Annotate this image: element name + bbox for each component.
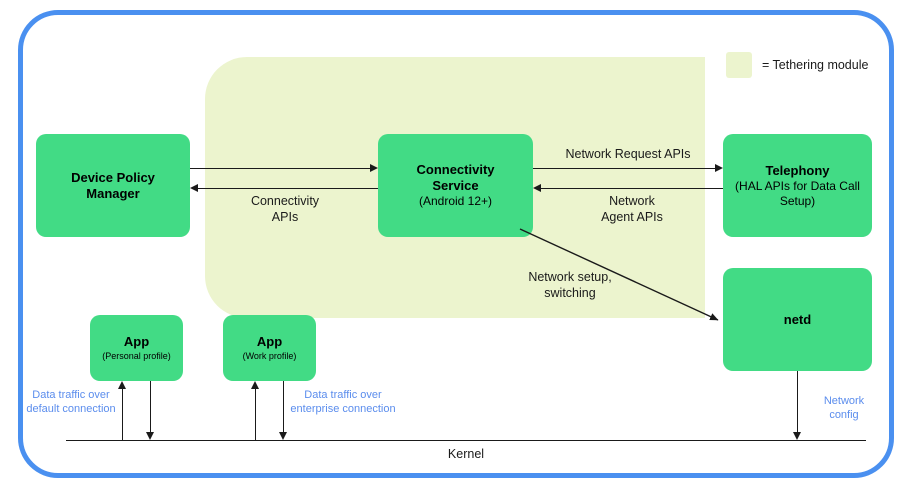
blue-label-default-connection: Data traffic over default connection (26, 389, 116, 415)
device-boundary-frame (18, 10, 894, 478)
node-title: App (256, 334, 283, 349)
edge-kernel-to-app-personal-line (122, 389, 123, 440)
edge-app-work-to-kernel-line (283, 381, 284, 432)
node-subtitle: (HAL APIs for Data Call Setup) (735, 178, 860, 208)
node-title-line2: Manager (86, 185, 140, 201)
node-subtitle: (Android 12+) (418, 194, 493, 208)
node-netd[interactable]: netd (723, 268, 872, 371)
node-title: netd (783, 311, 812, 327)
node-app-work-profile[interactable]: App (Work profile) (223, 315, 316, 381)
edge-kernel-to-app-work-line (255, 389, 256, 440)
edge-netd-to-kernel-arrowhead (792, 432, 801, 440)
kernel-baseline (66, 440, 866, 441)
edge-kernel-to-app-personal-arrowhead (117, 381, 126, 389)
node-title: Telephony (765, 162, 830, 178)
edge-app-work-to-kernel-arrowhead (278, 432, 287, 440)
node-title-line2: Service (432, 178, 479, 193)
node-app-personal-profile[interactable]: App (Personal profile) (90, 315, 183, 381)
legend-swatch-tethering (726, 52, 752, 78)
node-title: Device Policy (71, 169, 155, 185)
edge-netd-to-kernel-line (797, 371, 798, 432)
edge-label-network-setup-switching: Network setup, switching (528, 270, 612, 300)
node-title: Connectivity (416, 162, 495, 177)
blue-label-network-config: Network config (823, 395, 865, 421)
legend: = Tethering module (726, 52, 868, 78)
legend-label-tethering: = Tethering module (762, 58, 869, 72)
node-telephony[interactable]: Telephony (HAL APIs for Data Call Setup) (723, 134, 872, 237)
edge-cs-to-telephony-arrowhead (715, 163, 723, 172)
node-subtitle: (Work profile) (242, 351, 297, 361)
edge-cs-to-dpm-line (198, 188, 378, 189)
edge-label-network-request-apis: Network Request APIs (565, 147, 691, 161)
edge-cs-to-telephony-line (533, 168, 715, 169)
edge-kernel-to-app-work-arrowhead (250, 381, 259, 389)
edge-app-personal-to-kernel-line (150, 381, 151, 432)
edge-cs-to-dpm-arrowhead (190, 183, 198, 192)
edge-dpm-to-cs-line (190, 168, 370, 169)
node-title: App (123, 334, 150, 349)
edge-dpm-to-cs-arrowhead (370, 163, 378, 172)
edge-app-personal-to-kernel-arrowhead (145, 432, 154, 440)
kernel-label: Kernel (447, 447, 485, 461)
blue-label-enterprise-connection: Data traffic over enterprise connection (290, 389, 396, 415)
node-device-policy-manager[interactable]: Device Policy Manager (36, 134, 190, 237)
edge-label-network-agent-apis: Network Agent APIs (601, 194, 663, 224)
edge-label-connectivity-apis: Connectivity APIs (250, 194, 320, 224)
edge-telephony-to-cs-line (541, 188, 723, 189)
node-subtitle: (Personal profile) (102, 351, 171, 361)
edge-telephony-to-cs-arrowhead (533, 183, 541, 192)
node-connectivity-service[interactable]: Connectivity Service (Android 12+) (378, 134, 533, 237)
